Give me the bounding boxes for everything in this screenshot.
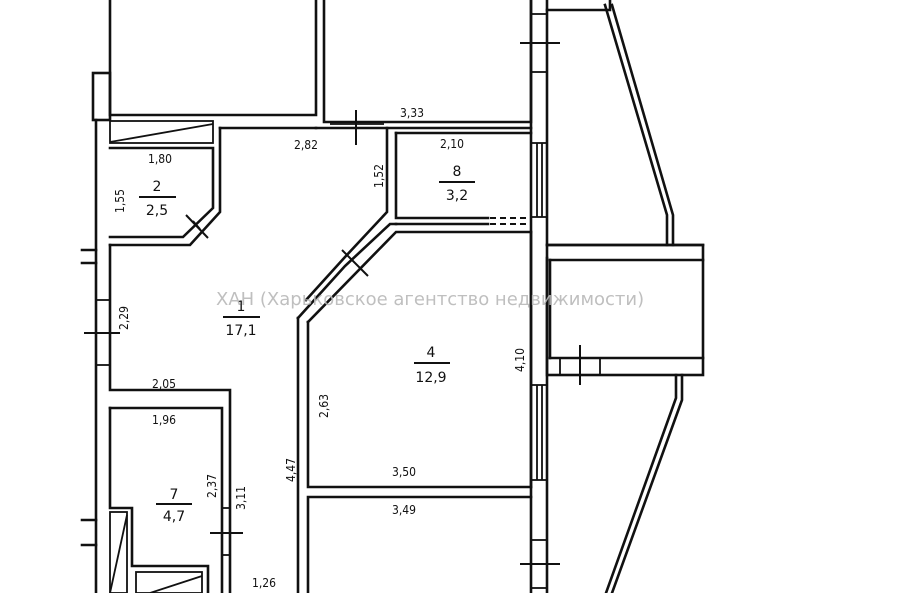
- room-label-1: 1 17,1: [223, 299, 260, 339]
- room-5-walls: [306, 495, 533, 593]
- room-2-walls: [108, 120, 318, 247]
- upper-room-walls: [108, 0, 612, 124]
- dim-2-82: 2,82: [294, 138, 318, 152]
- room-8-number: 8: [453, 164, 462, 180]
- dim-3-50: 3,50: [392, 465, 416, 479]
- room-7-number: 7: [170, 487, 179, 503]
- room-8-walls: [304, 110, 533, 302]
- balcony-lower: [604, 373, 684, 593]
- dim-1-96: 1,96: [152, 413, 176, 427]
- room-label-7: 7 4,7: [156, 487, 192, 525]
- room-2-number: 2: [153, 179, 162, 195]
- room-1-walls: [108, 222, 398, 593]
- room-label-2: 2 2,5: [139, 179, 176, 219]
- left-exterior-wall: [80, 71, 120, 593]
- dim-4-47: 4,47: [284, 458, 298, 482]
- dim-4-10: 4,10: [513, 348, 527, 372]
- dim-3-11: 3,11: [234, 486, 248, 510]
- room-8-area: 3,2: [446, 188, 468, 204]
- room-4-number: 4: [427, 345, 436, 361]
- dim-2-29: 2,29: [117, 306, 131, 330]
- room-1-area: 17,1: [225, 323, 256, 339]
- bottom-left-rooms: [109, 511, 203, 593]
- dim-3-49: 3,49: [392, 503, 416, 517]
- room-1-number: 1: [237, 299, 246, 315]
- dim-3-33: 3,33: [400, 106, 424, 120]
- dimension-labels: 3,33 2,82 2,10 1,80 1,55 1,52 2,29 4,10 …: [113, 106, 527, 590]
- dim-1-26: 1,26: [252, 576, 276, 590]
- balcony-upper: [545, 3, 705, 247]
- room-4-area: 12,9: [415, 370, 446, 386]
- room-2-area: 2,5: [146, 203, 168, 219]
- loggia-middle: [545, 243, 705, 385]
- dim-1-55: 1,55: [113, 189, 127, 213]
- dim-2-37: 2,37: [205, 474, 219, 498]
- dim-2-63: 2,63: [317, 394, 331, 418]
- watermark: ХАН (Харьковское агентство недвижимости): [216, 289, 644, 310]
- room-label-4: 4 12,9: [414, 345, 450, 386]
- dim-1-80: 1,80: [148, 152, 172, 166]
- dim-2-05: 2,05: [152, 377, 176, 391]
- room-label-8: 8 3,2: [439, 164, 475, 204]
- dim-1-52: 1,52: [372, 164, 386, 188]
- room-4-walls: [306, 230, 533, 489]
- room-7-walls: [108, 406, 243, 593]
- dim-2-10: 2,10: [440, 137, 464, 151]
- room-7-area: 4,7: [163, 509, 185, 525]
